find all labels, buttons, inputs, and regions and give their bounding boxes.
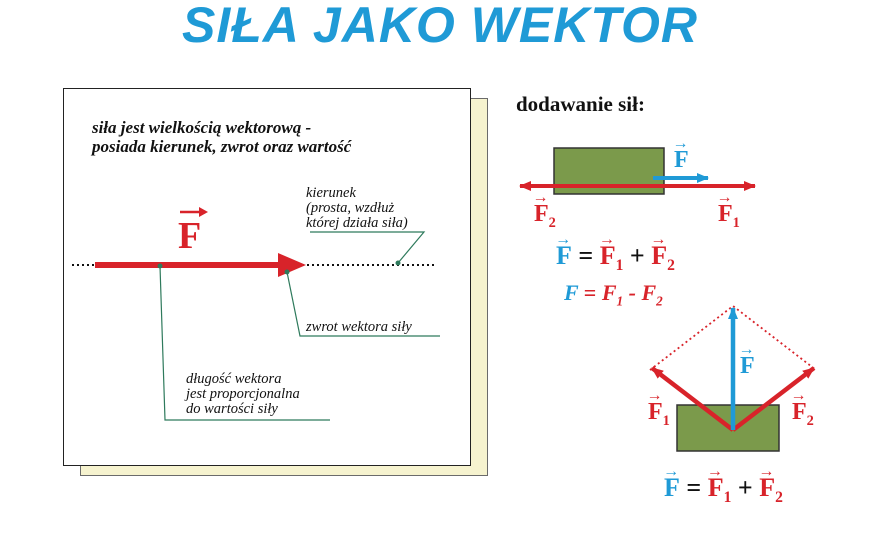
equation-scalar: F = F1 - F2 [564, 280, 663, 309]
arrow-F2-bottom [731, 366, 816, 432]
arrow-F1-bottom [650, 366, 735, 432]
definition-line-1: siła jest wielkością wektorową - [92, 118, 312, 137]
definition-text: siła jest wielkością wektorową - posiada… [92, 118, 452, 156]
label-F1-top: F1 [718, 200, 740, 237]
equation-vector-sum-1: F = F1 + F2 [556, 242, 675, 280]
note-kierunek: kierunek (prosta, wzdłuż której działa s… [306, 185, 408, 231]
addition-heading: dodawanie sił: [516, 92, 645, 116]
label-F2-top: F2 [534, 200, 556, 237]
label-F-bottom: F [740, 352, 755, 380]
note-dlugosc: długość wektora jest proporcjonalna do w… [186, 371, 300, 417]
page-title: SIŁA JAKO WEKTOR [181, 0, 699, 53]
leader-zwrot [286, 271, 440, 337]
force-vector-head [278, 253, 306, 277]
note-zwrot: zwrot wektora siły [306, 319, 412, 335]
definition-card [63, 88, 471, 466]
label-F-top: F [674, 146, 689, 174]
definition-line-2: posiada kierunek, zwrot oraz wartość [92, 137, 352, 156]
force-label: F [178, 215, 202, 257]
equation-vector-sum-2: F = F1 + F2 [664, 474, 783, 512]
label-F1-bottom: F1 [648, 398, 670, 435]
leader-dlugosc [159, 265, 330, 421]
label-F2-bottom: F2 [792, 398, 814, 435]
leader-kierunek [310, 231, 426, 264]
